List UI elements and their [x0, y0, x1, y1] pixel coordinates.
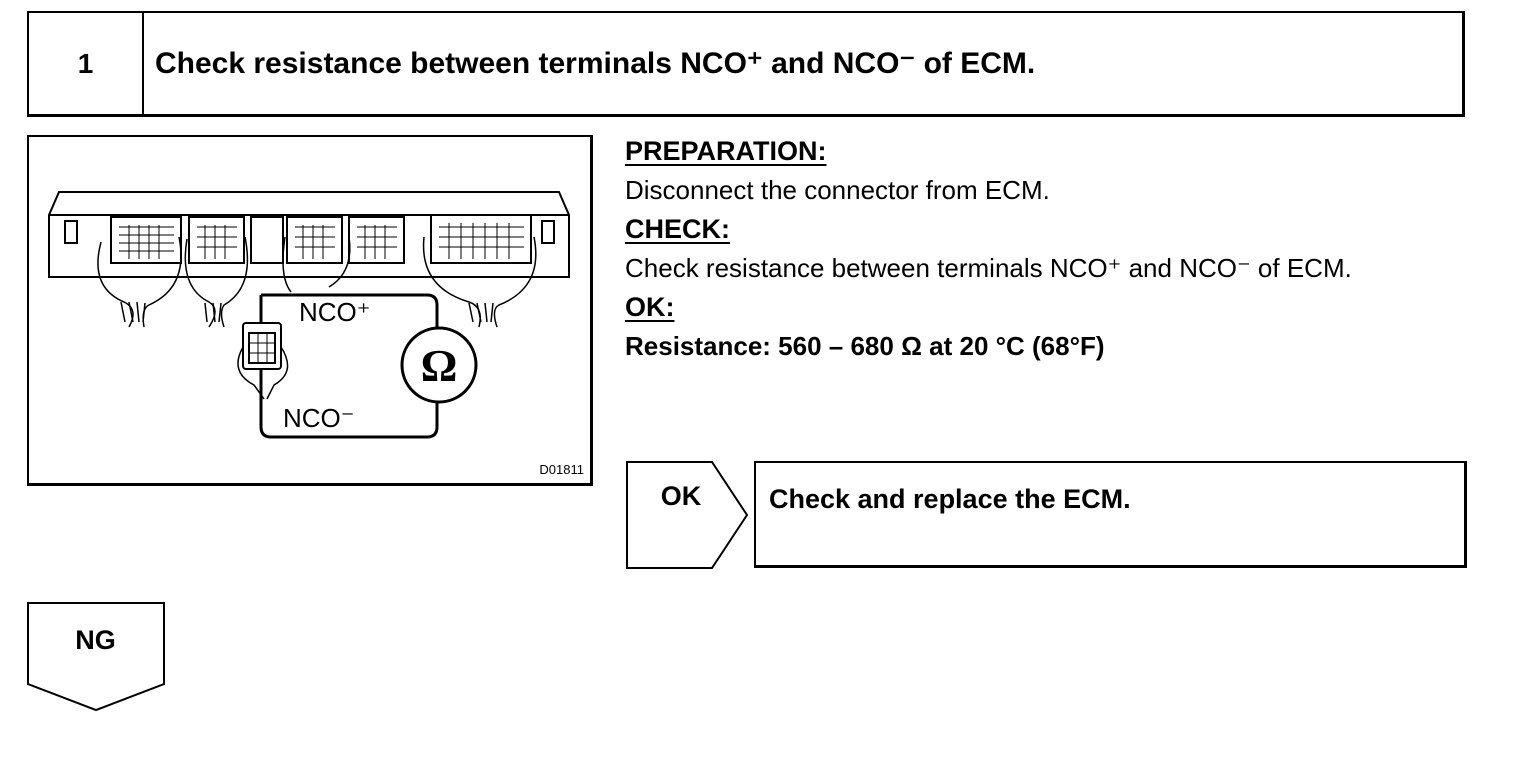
- step-number: 1: [29, 13, 144, 114]
- ok-arrow-shape: [626, 461, 749, 569]
- ok-heading: OK:: [625, 292, 675, 322]
- check-heading: CHECK:: [625, 214, 730, 244]
- procedure-info: PREPARATION: Disconnect the connector fr…: [625, 132, 1505, 366]
- ok-tag-label: OK: [660, 481, 702, 511]
- figure-id: D01811: [539, 462, 584, 477]
- nco-minus-label: NCO⁻: [283, 403, 355, 433]
- ecm-diagram: Ω NCO⁺ NCO⁻ D01811: [27, 135, 593, 486]
- step-title: Check resistance between terminals NCO⁺ …: [155, 47, 1036, 80]
- ok-result-text: Check and replace the ECM.: [769, 484, 1131, 514]
- ok-spec-text: Resistance: 560 – 680 Ω at 20 °C (68°F): [625, 331, 1105, 361]
- step-header: 1 Check resistance between terminals NCO…: [27, 11, 1465, 117]
- ecm-illustration: Ω: [48, 191, 570, 439]
- ok-branch-tag: OK: [626, 461, 750, 575]
- ohm-symbol: Ω: [421, 340, 458, 391]
- nco-plus-label: NCO⁺: [299, 297, 371, 327]
- check-text: Check resistance between terminals NCO⁺ …: [625, 253, 1352, 283]
- preparation-heading: PREPARATION:: [625, 136, 827, 166]
- ok-result-box: Check and replace the ECM.: [754, 461, 1467, 568]
- ng-arrow-shape: [27, 602, 165, 712]
- preparation-text: Disconnect the connector from ECM.: [625, 175, 1050, 205]
- ng-tag-label: NG: [75, 625, 116, 655]
- ng-branch-tag: NG: [27, 602, 166, 717]
